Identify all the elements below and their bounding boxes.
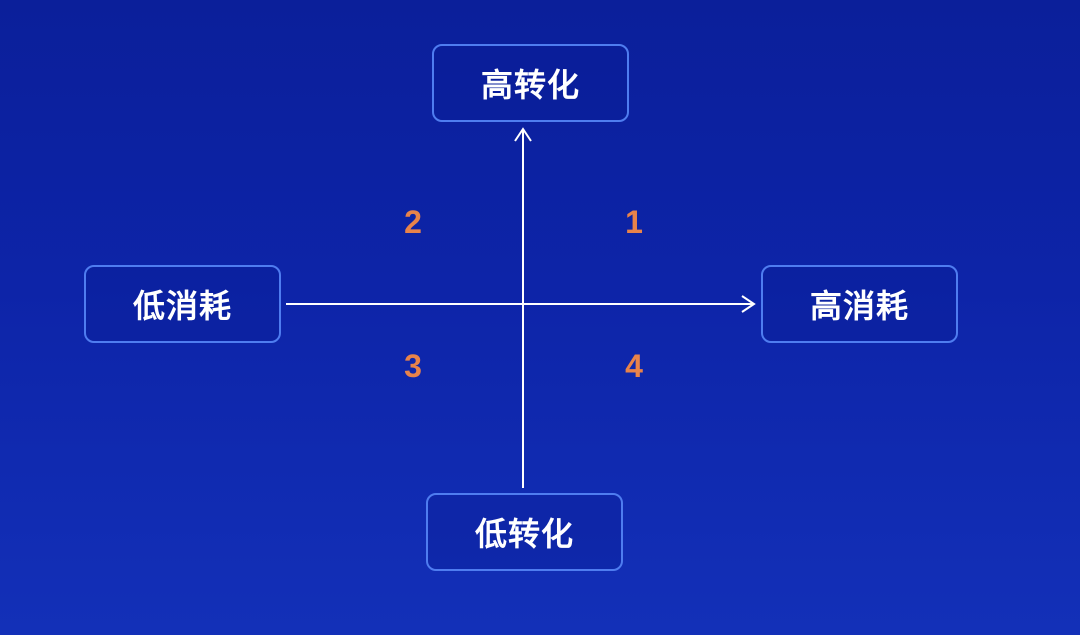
quadrant-2-number: 2: [404, 204, 422, 240]
low-conversion-label: 低转化: [426, 493, 623, 571]
quadrant-4-number: 4: [625, 348, 643, 384]
high-consumption-label: 高消耗: [761, 265, 958, 343]
low-consumption-label: 低消耗: [84, 265, 281, 343]
horizontal-axis-arrowhead: [741, 295, 756, 313]
vertical-axis-arrowhead: [514, 127, 532, 142]
quadrant-3-number: 3: [404, 348, 422, 384]
high-conversion-label: 高转化: [432, 44, 629, 122]
quadrant-1-number: 1: [625, 204, 643, 240]
